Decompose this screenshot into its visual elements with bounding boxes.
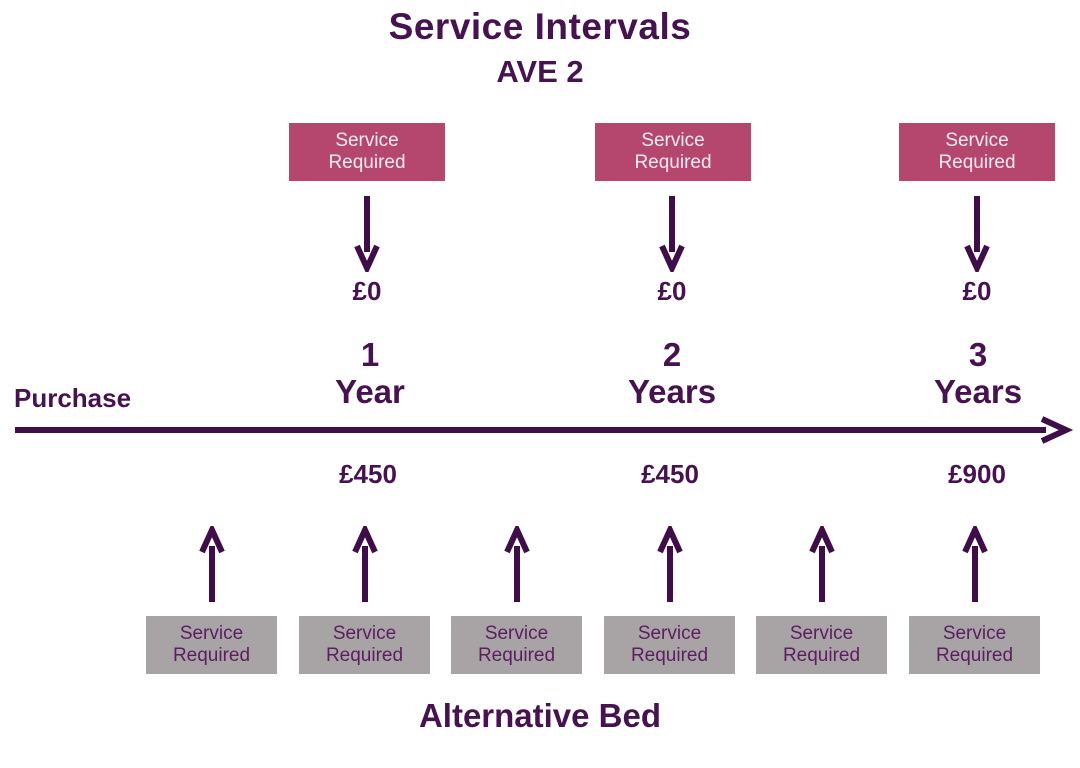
altbed-cost-2: £450 bbox=[641, 459, 699, 489]
up-arrow-icon bbox=[962, 526, 988, 602]
down-arrow-icon bbox=[354, 196, 380, 272]
altbed-service-box-2: Service Required bbox=[299, 616, 430, 674]
milestone-number: 1 bbox=[360, 336, 380, 373]
up-arrow-icon bbox=[199, 526, 225, 602]
milestone-3-years: 3 Years bbox=[868, 336, 1080, 411]
ave2-cost-1: £0 bbox=[352, 276, 382, 306]
altbed-service-box-4: Service Required bbox=[604, 616, 735, 674]
ave2-cost-3: £0 bbox=[962, 276, 992, 306]
top-product-name: AVE 2 bbox=[496, 54, 584, 89]
altbed-service-box-3: Service Required bbox=[451, 616, 582, 674]
milestone-unit: Years bbox=[627, 372, 717, 410]
up-arrow-icon bbox=[809, 526, 835, 602]
milestone-2-years: 2 Years bbox=[562, 336, 782, 411]
ave2-service-box-1: Service Required bbox=[289, 123, 445, 181]
down-arrow-icon bbox=[659, 196, 685, 272]
up-arrow-icon bbox=[657, 526, 683, 602]
ave2-cost-2: £0 bbox=[657, 276, 687, 306]
milestone-number: 2 bbox=[662, 336, 682, 373]
timeline-arrow bbox=[15, 416, 1074, 444]
page-title: Service Intervals bbox=[388, 6, 692, 47]
altbed-service-box-6: Service Required bbox=[909, 616, 1040, 674]
altbed-service-box-5: Service Required bbox=[756, 616, 887, 674]
ave2-service-box-3: Service Required bbox=[899, 123, 1055, 181]
milestone-unit: Year bbox=[335, 372, 405, 410]
altbed-service-box-1: Service Required bbox=[146, 616, 277, 674]
milestone-number: 3 bbox=[968, 336, 988, 373]
milestone-unit: Years bbox=[933, 372, 1023, 410]
down-arrow-icon bbox=[964, 196, 990, 272]
purchase-label: Purchase bbox=[14, 383, 132, 413]
ave2-service-box-2: Service Required bbox=[595, 123, 751, 181]
bottom-product-name: Alternative Bed bbox=[418, 697, 662, 734]
up-arrow-icon bbox=[504, 526, 530, 602]
altbed-cost-1: £450 bbox=[339, 459, 397, 489]
up-arrow-icon bbox=[352, 526, 378, 602]
milestone-1-year: 1 Year bbox=[260, 336, 480, 411]
altbed-cost-3: £900 bbox=[948, 459, 1006, 489]
